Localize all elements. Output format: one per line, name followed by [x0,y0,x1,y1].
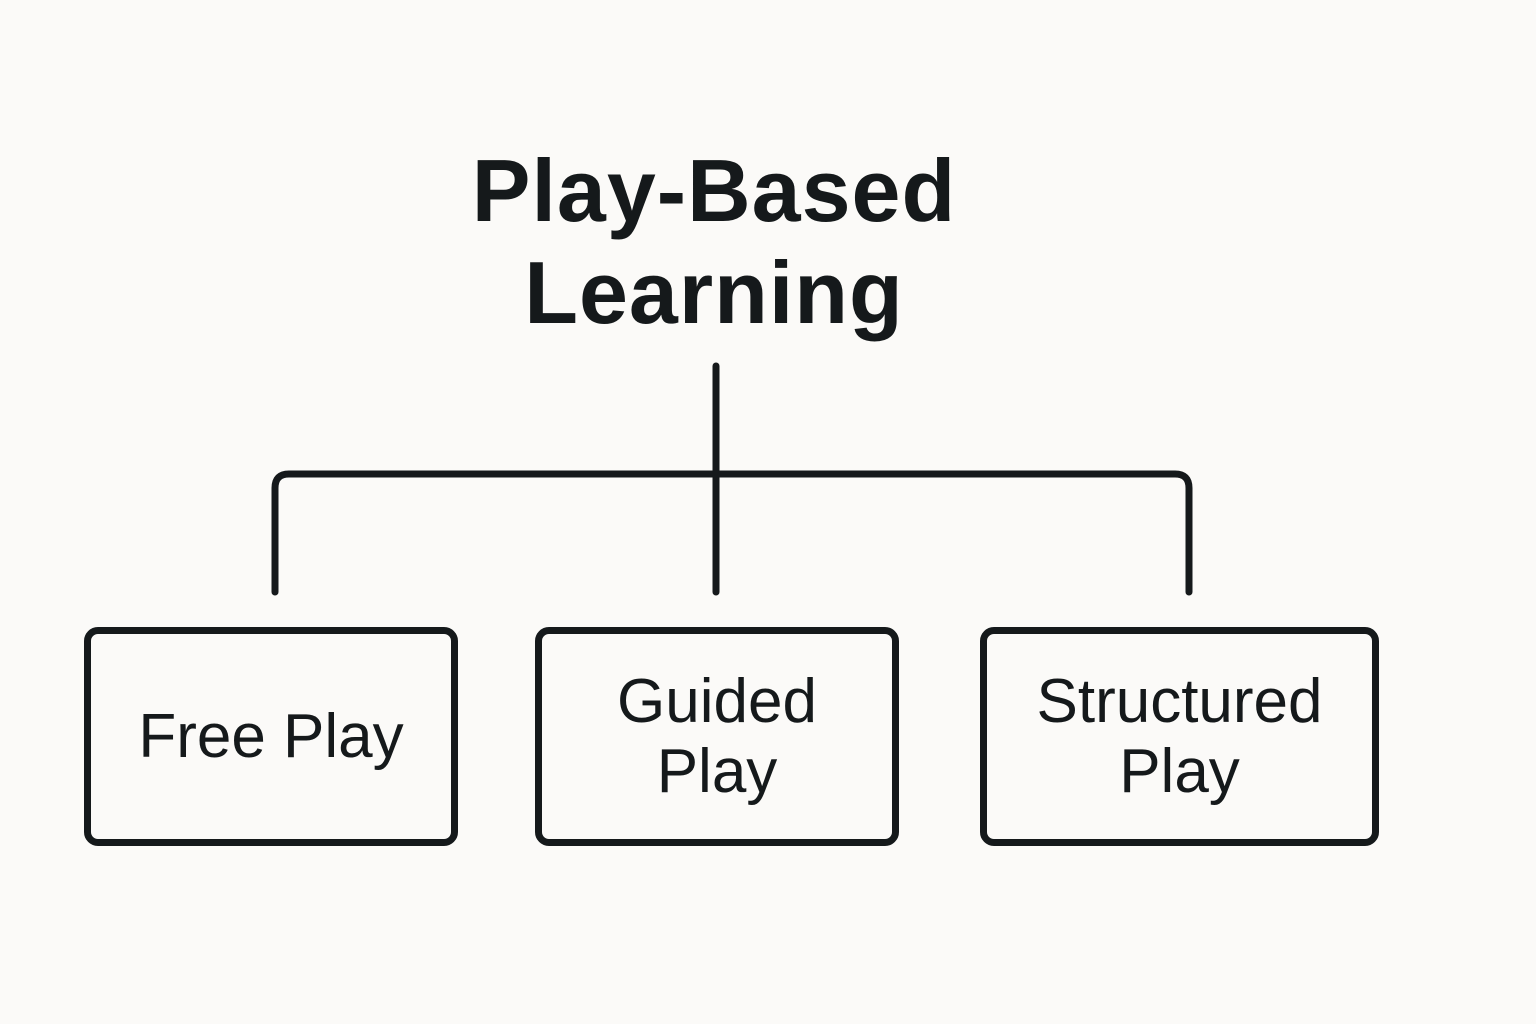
child-label-line-2: Play [1119,736,1240,806]
child-label-line-2: Play [656,736,778,806]
child-label-line-1: Free Play [138,701,404,771]
child-label-line-1: Guided [617,666,817,736]
child-node-free-play: Free Play [84,627,458,846]
horizontal-branch-line [271,470,1193,596]
child-node-guided-play: Guided Play [535,627,899,846]
root-title-line-2: Learning [524,243,904,342]
root-node-title: Play-Based Learning [414,140,1014,344]
root-title-line-1: Play-Based [471,141,957,240]
child-label-line-1: Structured [1036,666,1323,736]
child-node-structured-play: Structured Play [980,627,1379,846]
